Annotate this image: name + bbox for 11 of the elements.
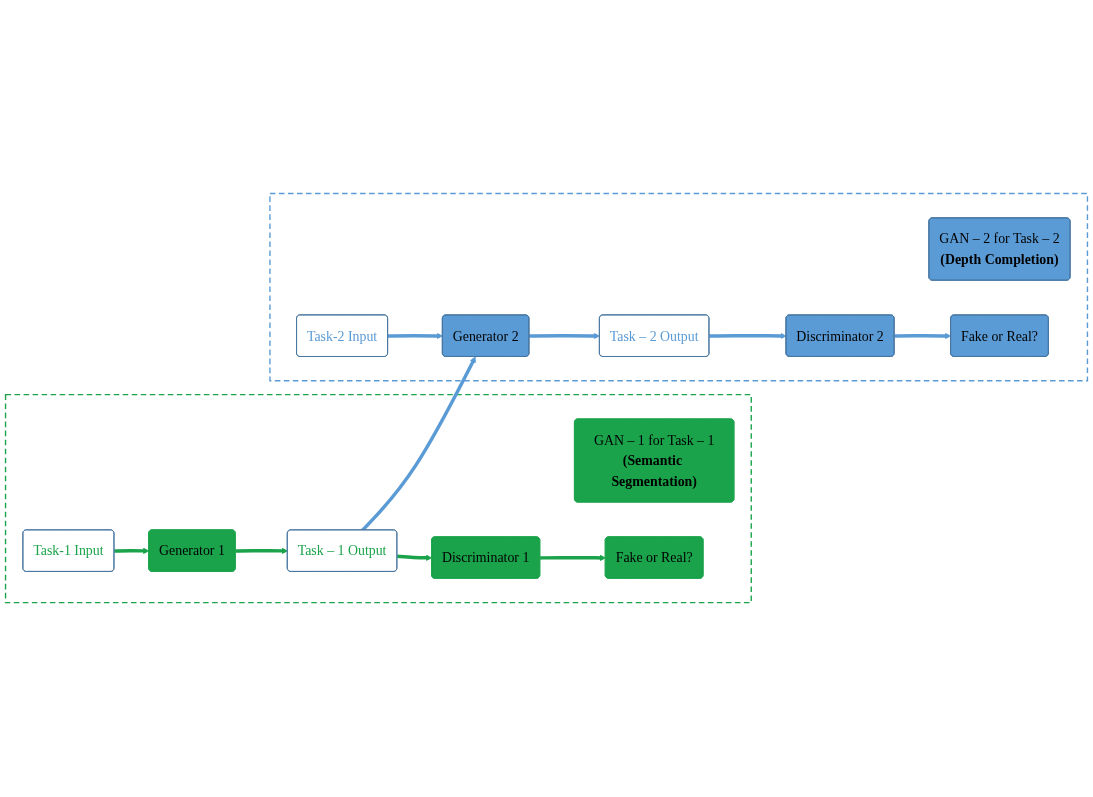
- arrow: [709, 333, 787, 340]
- arrow: [235, 548, 288, 555]
- arrow: [114, 548, 150, 555]
- arrow: [894, 333, 952, 340]
- arrow: [529, 333, 600, 340]
- cluster: [4, 394, 752, 604]
- arrow: [387, 333, 443, 340]
- arrow: [540, 555, 606, 562]
- arrow: [361, 356, 476, 532]
- arrow: [397, 554, 433, 562]
- cluster: [269, 193, 1089, 382]
